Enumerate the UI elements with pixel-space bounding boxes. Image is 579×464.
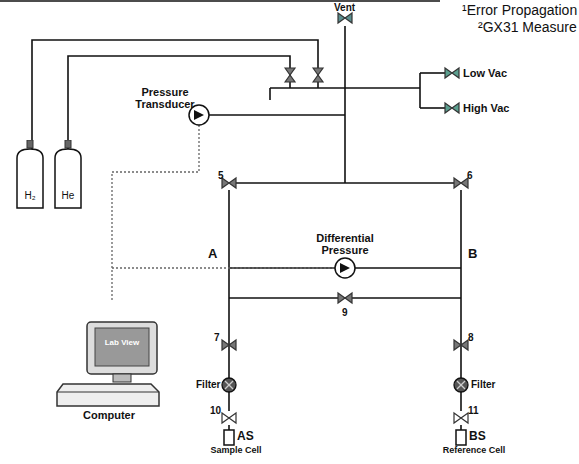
valve-label: Vent	[334, 2, 355, 14]
valve-symbol	[222, 413, 236, 423]
cell-tube	[224, 430, 234, 445]
valve-symbol	[338, 13, 352, 23]
valve-symbol	[285, 68, 295, 82]
callout-number: 6	[467, 170, 473, 182]
valve-symbol	[445, 103, 459, 113]
gas-cylinder: H₂	[14, 140, 46, 210]
node-text: Lab View	[95, 338, 149, 347]
valve-symbol	[222, 340, 236, 350]
computer-icon: Lab ViewComputer	[55, 300, 165, 425]
node-text: Sample Cell	[196, 446, 276, 455]
cylinder-valve	[27, 140, 33, 148]
node-text: He	[52, 190, 84, 201]
sample-cell: AS Sample Cell	[196, 424, 276, 464]
valve-symbol	[338, 293, 352, 303]
pc-outline	[55, 300, 165, 425]
cell-outline	[196, 424, 276, 464]
case-edge	[57, 392, 159, 393]
filter-label: Filter	[471, 379, 495, 391]
gauge-label: Pressure Transducer	[132, 86, 198, 110]
valve-label: High Vac	[463, 102, 509, 114]
callout-number: 10	[210, 405, 221, 417]
valve-symbol	[222, 178, 236, 188]
sample-cell: BS Reference Cell	[428, 424, 520, 464]
valve-symbol	[454, 413, 468, 423]
gauge-label: Differential Pressure	[305, 232, 385, 256]
valve-symbol	[454, 178, 468, 188]
callout-number: 11	[468, 405, 479, 417]
valve-symbol	[445, 68, 459, 78]
screen	[95, 328, 149, 366]
callout-number: 9	[342, 307, 348, 319]
node-text: H₂	[14, 190, 46, 201]
valve-symbol	[313, 68, 323, 82]
computer-case	[57, 384, 159, 406]
node-text: AS	[237, 429, 254, 443]
valve-symbol	[454, 340, 468, 350]
callout-number: 8	[468, 332, 474, 344]
callout-number: 5	[218, 170, 224, 182]
cell-tube	[456, 430, 466, 445]
monitor	[87, 322, 157, 374]
monitor-stand	[113, 374, 131, 382]
callout-number: 7	[214, 332, 220, 344]
filter-label: Filter	[196, 379, 220, 391]
node-text: BS	[469, 429, 486, 443]
node-text: Reference Cell	[428, 446, 520, 455]
header-note: ¹Error Propagation	[462, 2, 577, 18]
node-text: Computer	[55, 409, 163, 421]
gas-cylinder: He	[52, 140, 84, 210]
line-label: A	[208, 248, 217, 260]
valve-label: Low Vac	[463, 67, 507, 79]
line-label: B	[468, 248, 477, 260]
cylinder-valve	[65, 140, 71, 148]
header-note: ²GX31 Measure	[478, 19, 577, 35]
